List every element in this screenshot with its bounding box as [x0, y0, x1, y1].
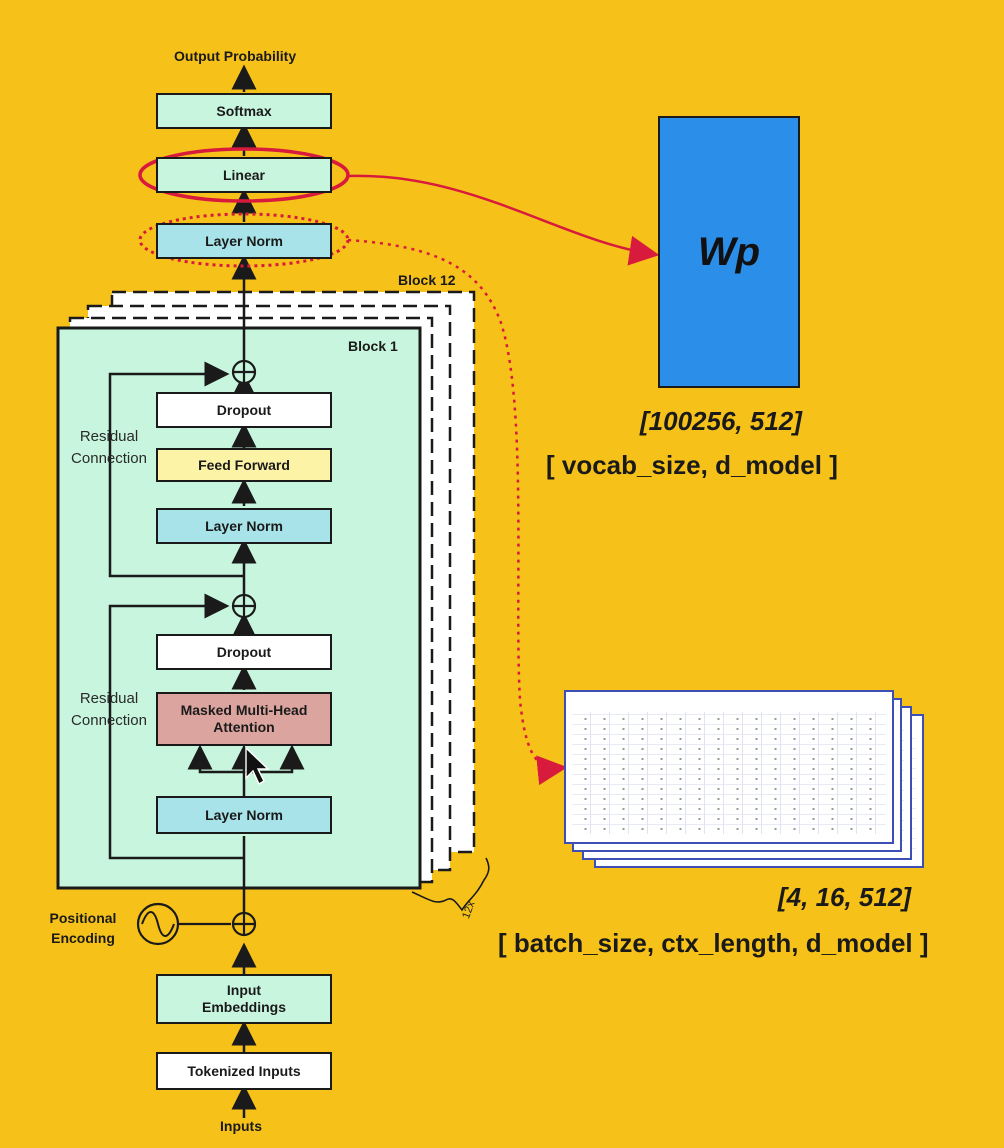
block-12-label: Block 12	[398, 272, 456, 288]
linear-to-weights-arrow	[347, 174, 660, 266]
upper-layer-norm-box: Layer Norm	[156, 508, 332, 544]
layernorm-to-activations-arrow	[347, 238, 568, 786]
inputs-label: Inputs	[220, 1118, 262, 1134]
add-node-upper	[231, 359, 257, 385]
repeat-brace	[411, 857, 490, 912]
activation-dims-label: [ batch_size, ctx_length, d_model ]	[498, 928, 929, 958]
tensor-sheet-1	[564, 690, 894, 844]
tokenized-inputs-box: Tokenized Inputs	[156, 1052, 332, 1090]
wp-matrix-label: Wp	[697, 229, 761, 274]
activation-tensor-stack	[560, 688, 930, 874]
wp-dims-label: [ vocab_size, d_model ]	[546, 450, 838, 480]
mouse-cursor-icon	[245, 746, 270, 786]
block-1-label: Block 1	[348, 338, 398, 354]
top-layer-norm-box: Layer Norm	[156, 223, 332, 259]
upper-residual-label: Residual Connection	[71, 428, 147, 467]
feed-forward-box: Feed Forward	[156, 448, 332, 482]
residual-path-upper	[108, 361, 244, 578]
positional-encoding-label: Positional Encoding	[49, 910, 117, 947]
upper-dropout-box: Dropout	[156, 392, 332, 428]
add-node-positional	[231, 911, 257, 937]
wp-shape-label: [100256, 512]	[640, 406, 802, 436]
lower-residual-label: Residual Connection	[71, 690, 147, 729]
residual-path-lower	[108, 593, 244, 860]
masked-attention-box: Masked Multi-Head Attention	[156, 692, 332, 746]
linear-box: Linear	[156, 157, 332, 193]
lower-layer-norm-box: Layer Norm	[156, 796, 332, 834]
wp-matrix: Wp	[658, 116, 800, 388]
softmax-box: Softmax	[156, 93, 332, 129]
add-node-lower	[231, 593, 257, 619]
lower-dropout-box: Dropout	[156, 634, 332, 670]
input-embeddings-box: Input Embeddings	[156, 974, 332, 1024]
output-probability-label: Output Probability	[174, 48, 297, 64]
activation-shape-label: [4, 16, 512]	[778, 882, 911, 912]
